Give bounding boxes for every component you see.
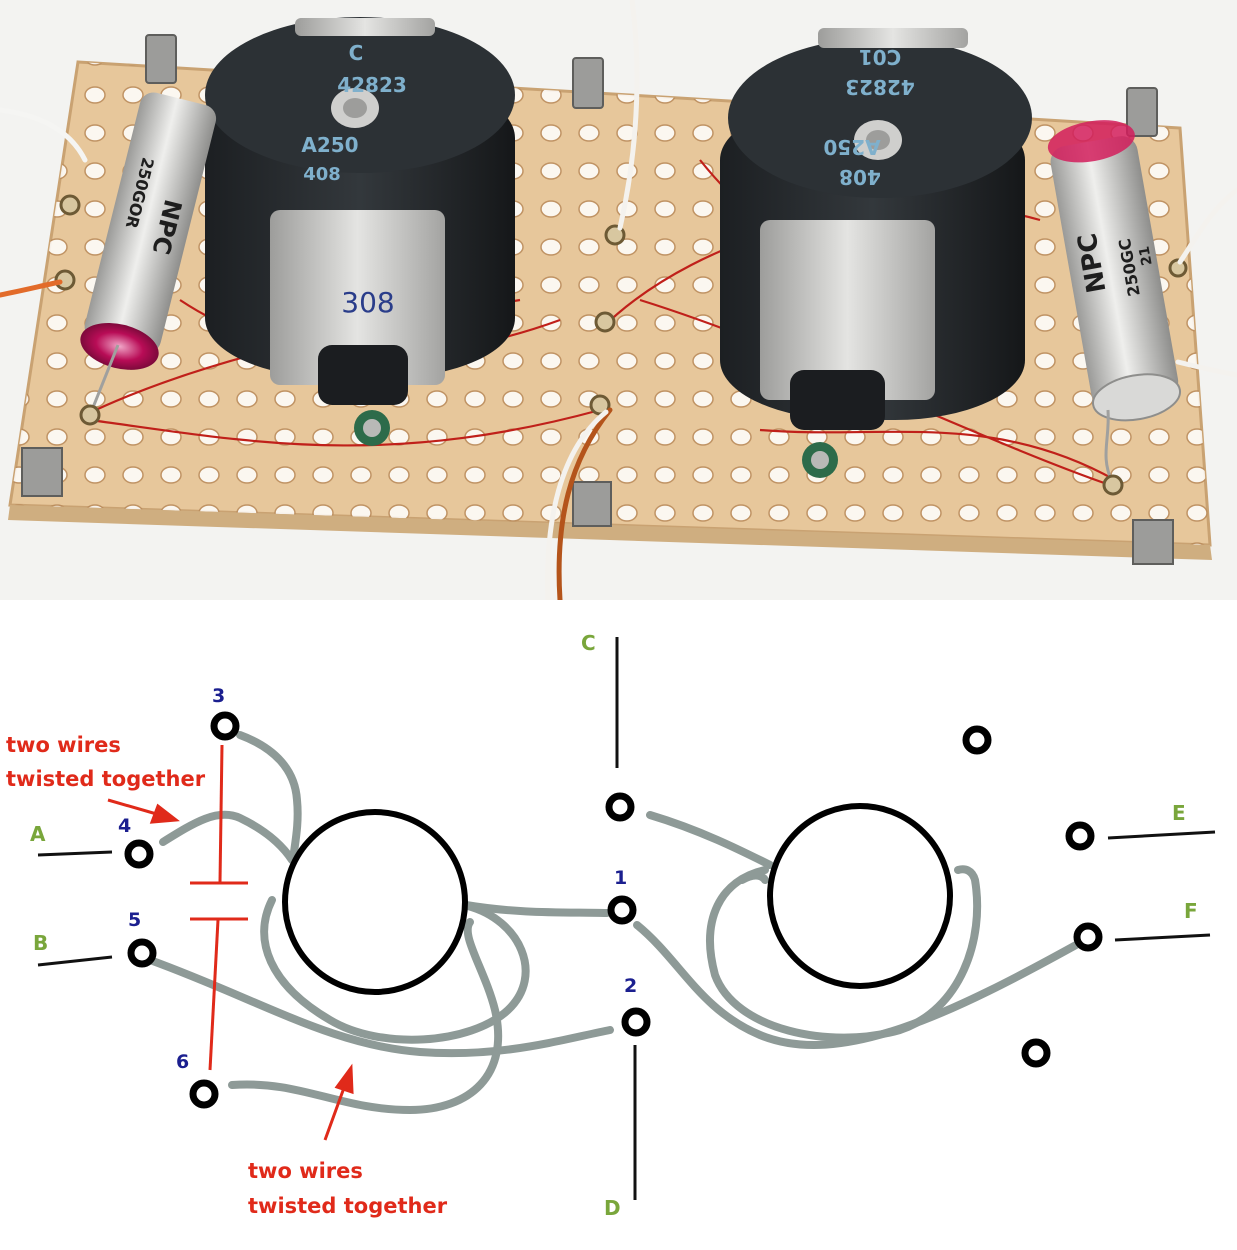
annotation-arrows [107, 798, 354, 1141]
pad-unused-top [962, 725, 992, 755]
pad-number-6: 6 [176, 1051, 189, 1073]
pad-number-2: 2 [624, 975, 637, 997]
connection-a: A [30, 822, 46, 846]
wire-inner-loop [260, 896, 530, 1044]
right-inductor-line1: C01 [859, 45, 902, 69]
right-capacitor-extra: 21 [1137, 245, 1156, 267]
pad-5 [127, 938, 157, 968]
pad-e [1065, 821, 1095, 851]
schematic-wires [146, 731, 1089, 1114]
wire-6 [228, 918, 503, 1114]
note-top-line1: two wires [6, 733, 121, 757]
connection-b: B [33, 931, 48, 955]
board-photo: C 42823 A250 408 308 408 A250 42823 C01 [0, 0, 1237, 600]
connection-c: C [581, 631, 596, 655]
right-capacitor: NPC 250GC 21 [1047, 120, 1182, 483]
pad-number-5: 5 [128, 909, 141, 931]
note-top-line2: twisted together [6, 767, 206, 791]
board-photo-drawing: C 42823 A250 408 308 408 A250 42823 C01 [0, 0, 1237, 600]
wire-4 [159, 810, 296, 864]
left-inductor-line2: 42823 [337, 73, 407, 97]
left-inductor-stamp: 308 [341, 286, 394, 319]
pad-unused-bottom [1021, 1038, 1051, 1068]
connection-f: F [1184, 899, 1198, 923]
annotations: two wires twisted together two wires twi… [6, 733, 448, 1218]
pad-4 [124, 839, 154, 869]
pad-numbers: 3 4 5 6 1 2 [118, 685, 637, 1073]
pad-1 [607, 895, 637, 925]
wire-right-inner [738, 871, 769, 884]
pad-f [1073, 922, 1103, 952]
pad-6 [189, 1079, 219, 1109]
left-inductor: C 42823 A250 408 308 [205, 17, 515, 446]
right-inductor: 408 A250 42823 C01 [720, 28, 1032, 478]
wiring-schematic-drawing: 3 4 5 6 1 2 A B C D E F two wires twiste… [6, 631, 1216, 1220]
pad-c [605, 792, 635, 822]
note-bottom-line2: twisted together [248, 1194, 448, 1218]
inductor-rings [282, 803, 953, 995]
capacitor-symbol [190, 744, 248, 1071]
left-inductor-ring [282, 809, 468, 995]
wire-3 [236, 731, 302, 856]
left-inductor-line3: A250 [301, 133, 358, 157]
pad-number-3: 3 [212, 685, 225, 707]
pads [124, 711, 1103, 1109]
pad-number-1: 1 [614, 867, 627, 889]
pad-2 [621, 1007, 651, 1037]
left-capacitor: NPC 250GOR [80, 92, 217, 416]
wire-5 [146, 956, 614, 1058]
right-inductor-line3: A250 [823, 135, 880, 159]
pad-3 [210, 711, 240, 741]
right-inductor-line2: 42823 [845, 75, 915, 99]
left-inductor-line1: C [349, 41, 364, 65]
hookup-wires [0, 0, 1237, 600]
pad-number-4: 4 [118, 815, 131, 837]
connection-letters: A B C D E F [30, 631, 1198, 1220]
connection-e: E [1172, 801, 1186, 825]
schematic-leads [37, 637, 1216, 1200]
right-inductor-ring [767, 803, 953, 989]
left-inductor-line4: 408 [303, 164, 341, 185]
mounting-tabs [21, 34, 1174, 565]
note-bottom-line1: two wires [248, 1159, 363, 1183]
wiring-schematic: 3 4 5 6 1 2 A B C D E F two wires twiste… [0, 600, 1237, 1250]
right-inductor-line4: 408 [839, 165, 881, 189]
wire-c-right [646, 811, 774, 869]
connection-d: D [604, 1196, 621, 1220]
wire-1-right [633, 921, 1089, 1049]
solder-joints [54, 194, 1188, 496]
